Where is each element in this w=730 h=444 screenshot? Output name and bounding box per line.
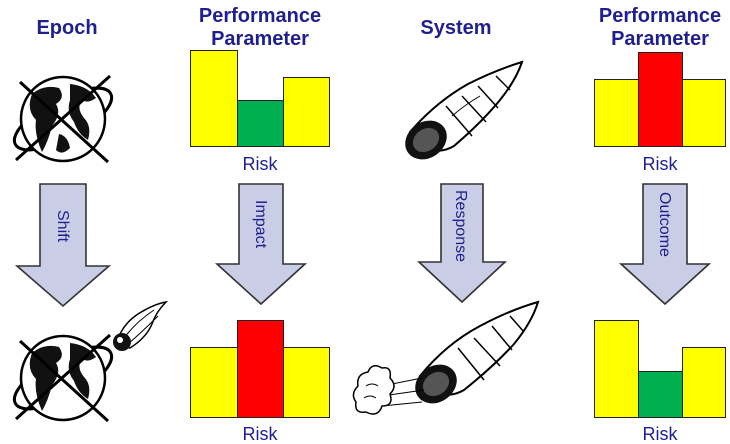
impact-arrow: Impact	[214, 183, 308, 306]
impact-label: Impact	[252, 200, 269, 249]
risk-chart-perf1-top	[190, 50, 330, 147]
exhaust-cloud-icon	[352, 365, 425, 415]
risk-bar	[682, 79, 726, 147]
globe-icon	[12, 333, 114, 423]
rocket-icon	[405, 60, 524, 160]
risk-bar	[190, 50, 238, 147]
risk-bar	[638, 371, 683, 418]
perf-parameter-header-1: Performance Parameter	[198, 5, 322, 50]
risk-label-perf1-bottom: Risk	[242, 424, 278, 444]
risk-bar	[638, 52, 683, 147]
risk-bar	[283, 77, 330, 147]
outcome-arrow: Outcome	[618, 183, 712, 306]
globe-icon	[12, 74, 114, 164]
risk-bar	[594, 320, 639, 418]
shift-label: Shift	[54, 210, 71, 243]
comet-icon	[113, 300, 169, 351]
risk-bar	[236, 320, 285, 418]
risk-bar	[190, 347, 238, 418]
risk-bar	[594, 79, 639, 147]
risk-label-perf1-top: Risk	[242, 154, 278, 174]
response-arrow: Response	[416, 183, 508, 304]
outcome-label: Outcome	[656, 192, 673, 257]
risk-label-perf2-bottom: Risk	[642, 424, 678, 444]
risk-chart-perf1-bottom	[190, 320, 330, 418]
risk-bar	[283, 347, 330, 418]
system-header: System	[420, 17, 492, 39]
rocket-icon	[415, 300, 540, 404]
risk-bar	[236, 100, 285, 147]
epoch-header: Epoch	[36, 17, 98, 39]
risk-label-perf2-top: Risk	[642, 154, 678, 174]
perf-parameter-header-2: Performance Parameter	[598, 5, 722, 50]
risk-bar	[682, 347, 726, 418]
shift-arrow: Shift	[14, 183, 112, 308]
risk-chart-perf2-bottom	[594, 320, 726, 418]
response-label: Response	[452, 190, 469, 262]
risk-chart-perf2-top	[594, 52, 726, 147]
